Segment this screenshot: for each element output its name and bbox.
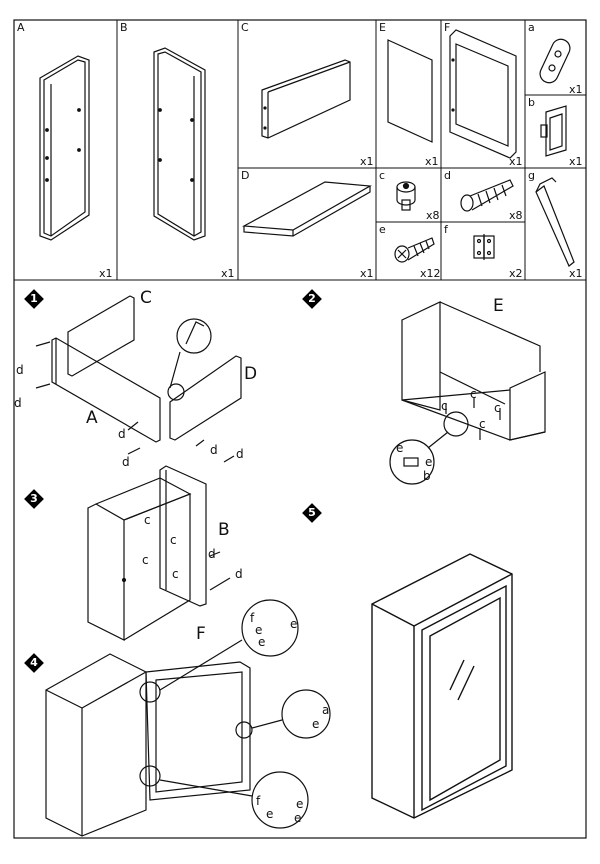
step-1-illustration [35, 295, 242, 463]
s1-callout-c: C [140, 288, 152, 308]
s3-callout-d-2: d [235, 567, 243, 581]
step-1-number: 1 [30, 292, 38, 305]
s4-callout-e-3: e [258, 635, 266, 649]
part-label-d-small: d [444, 169, 451, 182]
s1-callout-a: A [86, 408, 98, 428]
s1-callout-d-6: d [236, 447, 244, 461]
part-d-screw [460, 179, 514, 212]
part-label-c-small: c [379, 169, 386, 182]
page-frame [13, 19, 587, 839]
part-e-sheet [387, 39, 433, 143]
s4-callout-e-5: e [296, 797, 304, 811]
s4-callout-e-7: e [294, 811, 302, 825]
qty-e: x1 [425, 155, 439, 168]
s4-callout-f: F [196, 624, 206, 644]
part-c-cam-lock [396, 181, 416, 211]
part-d-shelf [241, 181, 372, 237]
s2-callout-c-2: c [441, 399, 448, 413]
qty-f-small: x2 [509, 267, 523, 280]
s4-callout-a: a [322, 703, 330, 717]
s2-callout-e-screw-2: e [425, 455, 433, 469]
part-a-magnet-plate [539, 38, 571, 84]
parts-table-grid [14, 20, 586, 281]
part-e-screw [394, 237, 435, 263]
qty-c-small: x8 [426, 209, 440, 222]
step-2-illustration [389, 301, 546, 485]
step-2-number: 2 [308, 292, 316, 305]
s3-callout-c-1: c [144, 513, 151, 527]
part-g-allen-key [535, 177, 575, 267]
s4-callout-f-hinge-1: f [250, 611, 255, 625]
part-label-e-small: e [379, 223, 386, 236]
step-4-illustration [45, 599, 331, 837]
s2-callout-b: b [423, 469, 431, 483]
s1-callout-d-1: d [16, 363, 24, 377]
qty-a: x1 [99, 267, 113, 280]
qty-b-small: x1 [569, 155, 583, 168]
qty-a-small: x1 [569, 83, 583, 96]
s1-callout-d-2: d [14, 396, 22, 410]
qty-f: x1 [509, 155, 523, 168]
part-c-panel [261, 59, 351, 139]
part-label-b-small: b [528, 96, 535, 109]
step-3-number: 3 [30, 492, 38, 505]
step-5-finished-cabinet [371, 553, 513, 819]
part-label-f: F [444, 21, 451, 34]
part-label-a: A [17, 21, 25, 34]
part-label-a-small: a [528, 21, 535, 34]
step-3-illustration [87, 465, 231, 641]
step-4-number: 4 [30, 656, 38, 669]
s4-callout-e-6: e [266, 807, 274, 821]
s2-callout-e-screw-1: e [396, 441, 404, 455]
part-b-panel [153, 47, 206, 241]
part-f-door-frame [449, 29, 517, 159]
s2-callout-c-3: c [494, 401, 501, 415]
qty-b: x1 [221, 267, 235, 280]
part-a-panel [39, 55, 90, 241]
s4-callout-e-2: e [290, 617, 298, 631]
part-label-f-small: f [444, 223, 448, 236]
part-f-hinge [473, 234, 495, 260]
qty-d: x1 [360, 267, 374, 280]
qty-g-small: x1 [569, 267, 583, 280]
s3-callout-c-4: c [172, 567, 179, 581]
s1-callout-d-shelf: D [244, 364, 258, 384]
qty-c: x1 [360, 155, 374, 168]
s3-callout-c-3: c [142, 553, 149, 567]
s4-callout-e-1: e [255, 623, 263, 637]
s2-callout-c-1: c [470, 387, 477, 401]
s2-callout-e: E [493, 296, 504, 316]
s2-callout-c-4: c [479, 417, 486, 431]
s4-callout-e-4: e [312, 717, 320, 731]
qty-e-small: x12 [420, 267, 441, 280]
part-label-e: E [379, 21, 386, 34]
s3-callout-b: B [218, 520, 230, 540]
step-5-number: 5 [308, 506, 316, 519]
part-label-g-small: g [528, 169, 535, 182]
part-label-c: C [241, 21, 249, 34]
part-label-d: D [241, 169, 250, 182]
s1-callout-d-5: d [210, 443, 218, 457]
part-b-magnetic-catch [540, 105, 567, 157]
part-label-b: B [120, 21, 128, 34]
s4-callout-f-hinge-2: f [256, 794, 261, 808]
s1-callout-d-3: d [118, 427, 126, 441]
s1-callout-d-4: d [122, 455, 130, 469]
s3-callout-d-1: d [208, 547, 216, 561]
qty-d-small: x8 [509, 209, 523, 222]
s3-callout-c-2: c [170, 533, 177, 547]
